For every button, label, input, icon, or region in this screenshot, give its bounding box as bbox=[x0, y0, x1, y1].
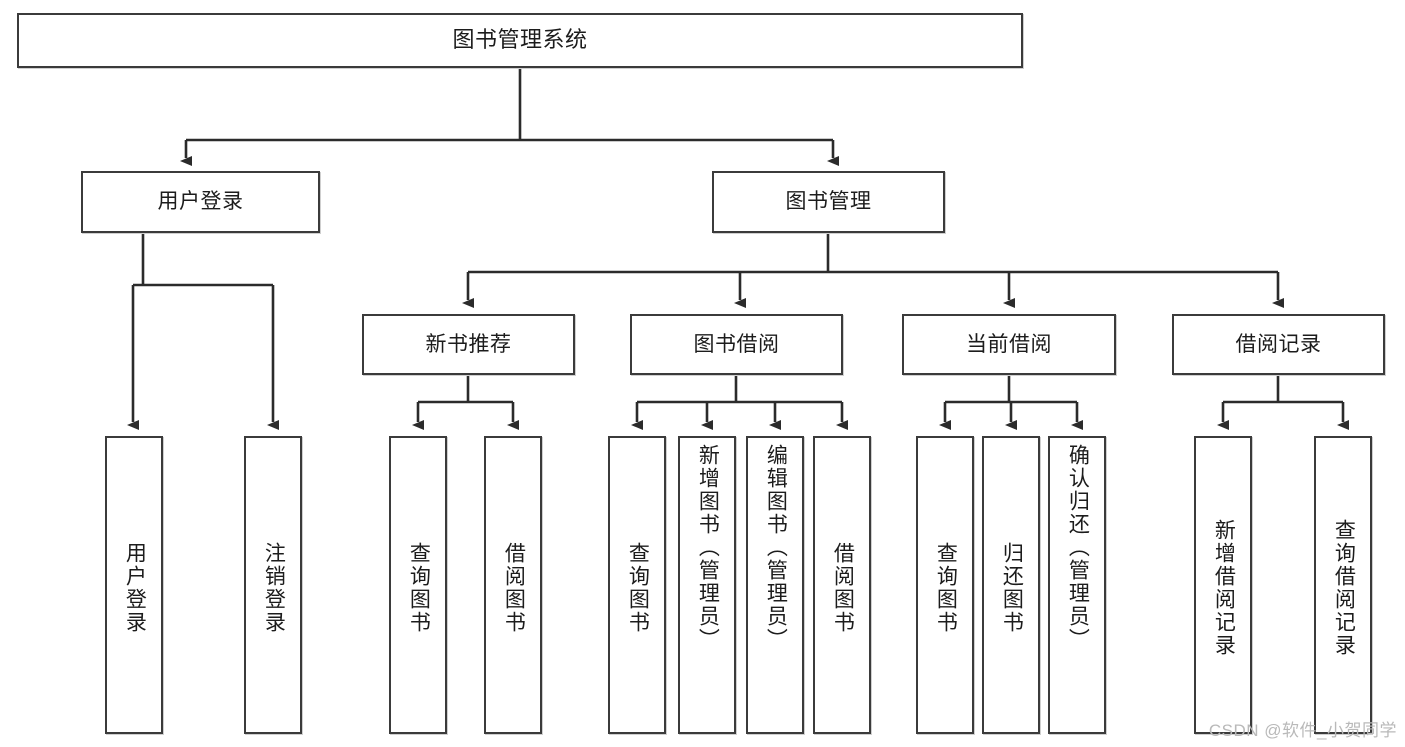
node-label: 当前借阅 bbox=[966, 332, 1052, 356]
node-borrow-record[interactable]: 借阅记录 bbox=[1172, 314, 1385, 375]
node-label: 查询图书 bbox=[934, 542, 958, 634]
leaf-book-borrow-borrow-book[interactable]: 借阅图书 bbox=[813, 436, 871, 734]
node-label: 确认归还（管理员） bbox=[1066, 444, 1090, 651]
node-root-book-management-system[interactable]: 图书管理系统 bbox=[17, 13, 1023, 68]
node-label: 借阅图书 bbox=[502, 542, 526, 634]
leaf-borrow-record-add-record[interactable]: 新增借阅记录 bbox=[1194, 436, 1252, 734]
node-label: 图书借阅 bbox=[693, 332, 780, 356]
node-label: 用户登录 bbox=[123, 542, 147, 634]
leaf-new-book-query-book[interactable]: 查询图书 bbox=[389, 436, 447, 734]
leaf-new-book-borrow-book[interactable]: 借阅图书 bbox=[484, 436, 542, 734]
node-label: 新增借阅记录 bbox=[1212, 519, 1236, 657]
leaf-user-login-login[interactable]: 用户登录 bbox=[105, 436, 163, 734]
leaf-book-borrow-edit-book-admin[interactable]: 编辑图书（管理员） bbox=[746, 436, 804, 734]
leaf-user-login-logout[interactable]: 注销登录 bbox=[244, 436, 302, 734]
node-user-login[interactable]: 用户登录 bbox=[81, 171, 320, 233]
node-label: 查询借阅记录 bbox=[1332, 519, 1356, 657]
leaf-borrow-record-query-record[interactable]: 查询借阅记录 bbox=[1314, 436, 1372, 734]
node-label: 新书推荐 bbox=[425, 332, 512, 356]
node-label: 查询图书 bbox=[407, 542, 431, 634]
node-label: 注销登录 bbox=[262, 542, 286, 634]
node-new-book-recommend[interactable]: 新书推荐 bbox=[362, 314, 575, 375]
node-label: 用户登录 bbox=[157, 190, 244, 214]
node-label: 查询图书 bbox=[626, 542, 650, 634]
node-label: 编辑图书（管理员） bbox=[764, 444, 788, 651]
leaf-current-borrow-return-book[interactable]: 归还图书 bbox=[982, 436, 1040, 734]
leaf-current-borrow-confirm-return-admin[interactable]: 确认归还（管理员） bbox=[1048, 436, 1106, 734]
leaf-current-borrow-query-book[interactable]: 查询图书 bbox=[916, 436, 974, 734]
node-label: 借阅图书 bbox=[831, 542, 855, 634]
node-book-management[interactable]: 图书管理 bbox=[712, 171, 945, 233]
leaf-book-borrow-add-book-admin[interactable]: 新增图书（管理员） bbox=[678, 436, 736, 734]
watermark: CSDN @软件_小贺同学 bbox=[1208, 721, 1397, 740]
node-label: 归还图书 bbox=[1000, 542, 1024, 634]
node-label: 图书管理系统 bbox=[452, 27, 588, 53]
node-book-borrow[interactable]: 图书借阅 bbox=[630, 314, 843, 375]
leaf-book-borrow-query-book[interactable]: 查询图书 bbox=[608, 436, 666, 734]
node-label: 新增图书（管理员） bbox=[696, 444, 720, 651]
node-current-borrow[interactable]: 当前借阅 bbox=[902, 314, 1116, 375]
node-label: 图书管理 bbox=[785, 190, 872, 214]
node-label: 借阅记录 bbox=[1235, 332, 1322, 356]
